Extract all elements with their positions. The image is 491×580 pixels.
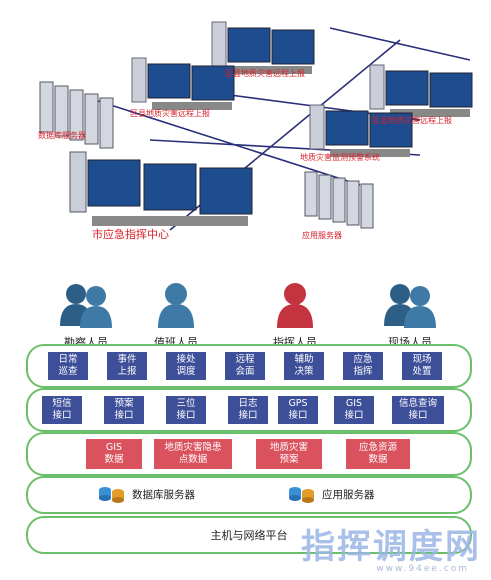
person-group-icon — [384, 284, 436, 328]
fn-emergency-command[interactable]: 应急 指挥 — [343, 352, 383, 380]
data-gis[interactable]: GIS 数据 — [86, 439, 142, 469]
person-icon — [158, 283, 194, 328]
network-diagram: 区县地质灾害远程上报 区县地质灾害远程上报 区县地质灾害远程上报 地质灾害监测预… — [0, 0, 491, 270]
app-server-item: 应用服务器 — [288, 485, 375, 503]
if-gps[interactable]: GPS 接口 — [278, 396, 318, 424]
layer-servers: 数据库服务器 应用服务器 — [26, 476, 472, 514]
role-field: 现场人员 — [370, 282, 450, 350]
if-sms[interactable]: 短信 接口 — [42, 396, 82, 424]
label-district-mid: 地质灾害监测预警系统 — [300, 153, 380, 162]
workstation-group-mid — [309, 104, 413, 157]
layer-business: 日常 巡查 事件 上报 接处 调度 远程 会面 辅助 决策 应急 指挥 现场 处… — [26, 344, 472, 388]
app-server-rack — [304, 171, 374, 229]
data-emergency-resources[interactable]: 应急资源 数据 — [346, 439, 410, 469]
db-server-rack — [39, 81, 114, 149]
label-district-top: 区县地质灾害远程上报 — [225, 69, 305, 78]
db-server-label: 数据库服务器 — [132, 488, 195, 501]
workstation-group-top — [211, 21, 315, 74]
data-hazard-points[interactable]: 地质灾害隐患 点数据 — [154, 439, 232, 469]
if-info-query[interactable]: 信息查询 接口 — [392, 396, 444, 424]
link-top — [329, 27, 471, 61]
fn-field-handling[interactable]: 现场 处置 — [402, 352, 442, 380]
platform-title: 主机与网络平台 — [210, 529, 288, 542]
label-app-servers: 应用服务器 — [302, 231, 342, 240]
label-db-servers: 数据库服务器 — [38, 131, 86, 140]
fn-dispatch[interactable]: 接处 调度 — [166, 352, 206, 380]
layer-data: GIS 数据 地质灾害隐患 点数据 地质灾害 预案 应急资源 数据 — [26, 432, 472, 476]
database-icon — [99, 487, 124, 503]
workstation-group-left — [131, 57, 235, 110]
watermark-logo: 指挥调度网 — [301, 527, 481, 567]
server-icon — [289, 487, 314, 503]
fn-event-report[interactable]: 事件 上报 — [107, 352, 147, 380]
workstation-group-right — [369, 64, 473, 117]
db-server-item: 数据库服务器 — [98, 485, 195, 503]
app-server-label: 应用服务器 — [322, 488, 375, 501]
person-group-icon — [60, 284, 112, 328]
label-district-right: 区县地质灾害远程上报 — [372, 116, 452, 125]
fn-decision-support[interactable]: 辅助 决策 — [284, 352, 324, 380]
network-svg — [39, 21, 473, 231]
label-city-center: 市应急指挥中心 — [92, 228, 169, 241]
if-plan[interactable]: 预案 接口 — [104, 396, 144, 424]
watermark-url: www.94ee.com — [376, 564, 469, 574]
layer-interfaces: 短信 接口 预案 接口 三位 接口 日志 接口 GPS 接口 GIS 接口 信息… — [26, 388, 472, 432]
fn-remote-meeting[interactable]: 远程 会面 — [225, 352, 265, 380]
role-surveyor: 勘察人员 — [46, 282, 126, 350]
person-commander-icon — [277, 283, 313, 328]
role-commander: 指挥人员 — [255, 282, 335, 350]
label-district-left: 区县地质灾害远程上报 — [130, 109, 210, 118]
role-duty: 值班人员 — [136, 282, 216, 350]
link-left — [94, 99, 361, 186]
if-gis[interactable]: GIS 接口 — [334, 396, 374, 424]
data-hazard-plan[interactable]: 地质灾害 预案 — [256, 439, 322, 469]
fn-daily-patrol[interactable]: 日常 巡查 — [48, 352, 88, 380]
if-3d[interactable]: 三位 接口 — [166, 396, 206, 424]
layer-platform: 主机与网络平台 — [26, 516, 472, 554]
if-log[interactable]: 日志 接口 — [228, 396, 268, 424]
city-center-workstation — [69, 151, 253, 226]
